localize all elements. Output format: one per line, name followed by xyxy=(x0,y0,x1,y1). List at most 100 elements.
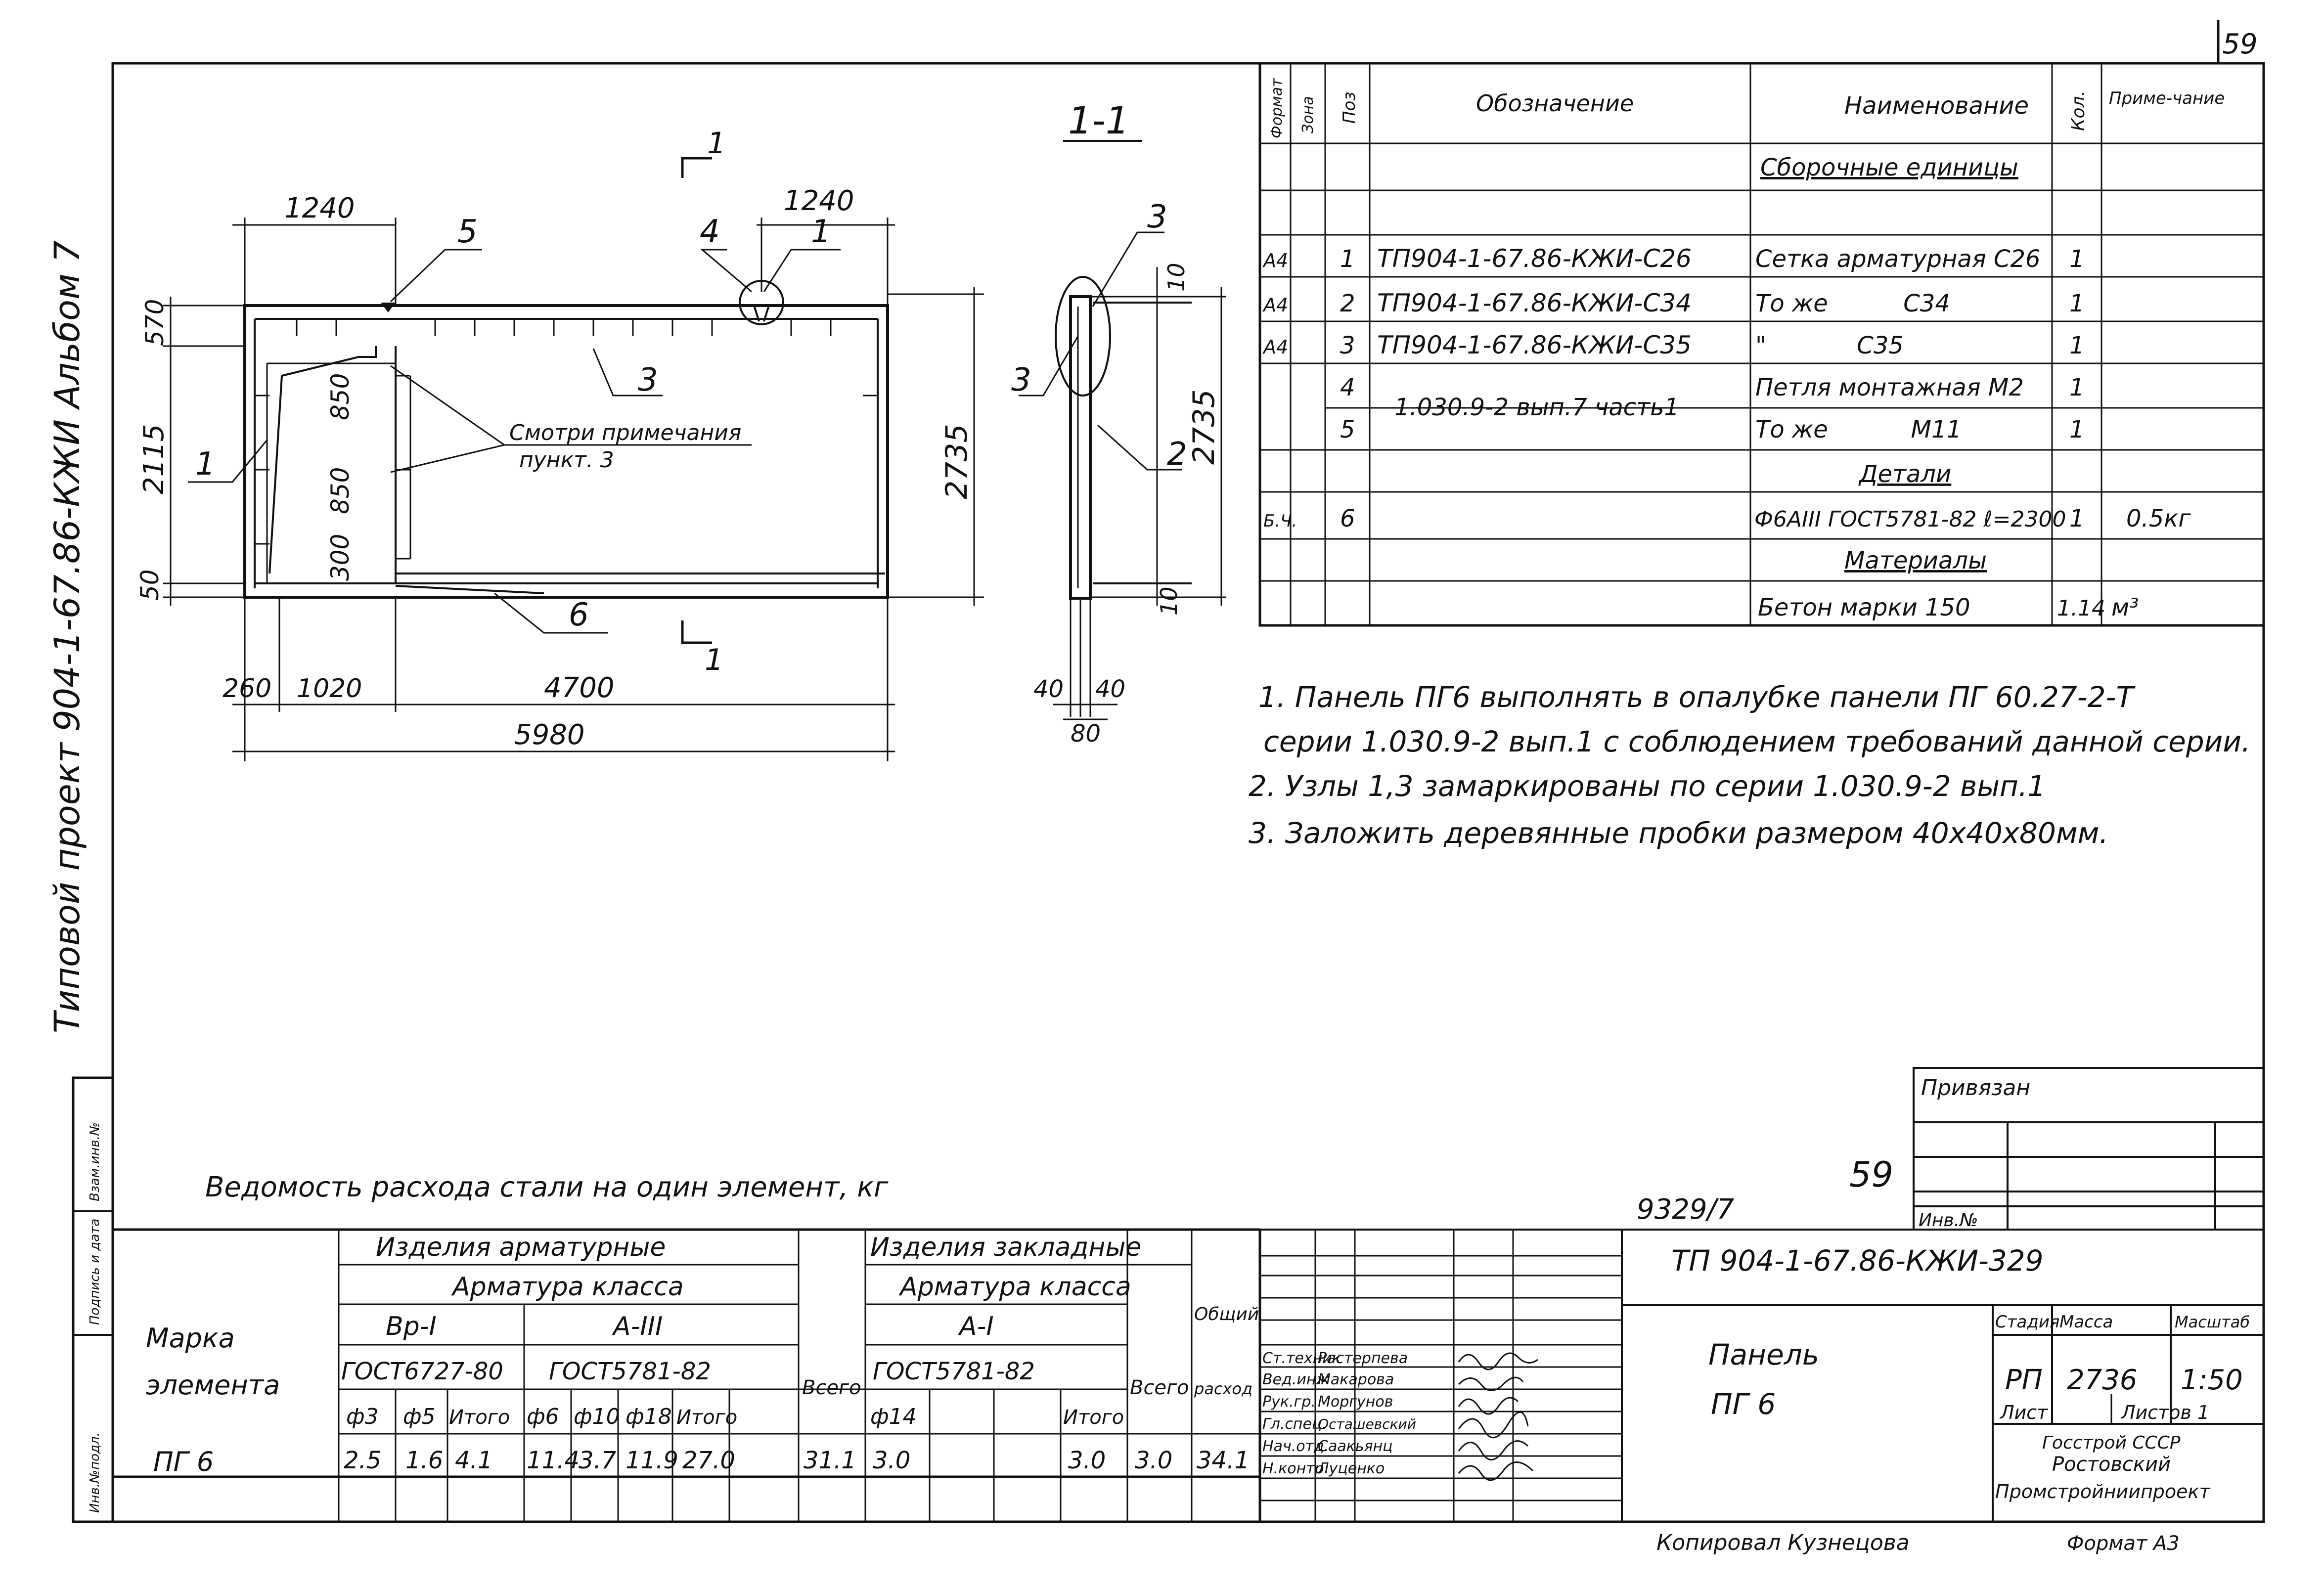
spec-h-zone: Зона xyxy=(1299,96,1317,133)
staff-role-6: Н.контр. xyxy=(1262,1460,1329,1477)
spec-h-pos: Поз xyxy=(1340,92,1359,124)
front-dims xyxy=(163,218,984,761)
stamp-replace: Взам.инв.№ xyxy=(88,1122,102,1201)
dim-inner-300: 300 xyxy=(326,534,355,581)
spec-h-designation: Обозначение xyxy=(1476,90,1634,117)
spec-h-name: Наименование xyxy=(1844,92,2029,120)
dim-bottom-1020: 1020 xyxy=(297,674,362,704)
steel-h-class-rebar: Арматура класса xyxy=(451,1272,684,1302)
spec-h-format: Формат xyxy=(1268,78,1286,138)
mass-label: Масса xyxy=(2059,1312,2113,1332)
panel-outline xyxy=(243,304,889,599)
sec-callout-3-left: 3 xyxy=(1011,362,1031,398)
steel-grid xyxy=(338,1230,1260,1522)
steel-title: Ведомость расхода стали на один элемент,… xyxy=(205,1171,889,1203)
steel-v-total2: 27.0 xyxy=(682,1447,735,1474)
sec-dim-40b: 40 xyxy=(1095,675,1125,703)
spec-r6-pos: 6 xyxy=(1340,505,1355,532)
section-mark-bottom-label: 1 xyxy=(705,643,723,677)
spec-r4-designation: 1.030.9-2 вып.7 часть1 xyxy=(1394,394,1679,421)
note-ref-1: Смотри примечания xyxy=(509,420,741,445)
org-2: Ростовский xyxy=(2052,1453,2171,1476)
note-1-cont: серии 1.030.9-2 вып.1 с соблюдением треб… xyxy=(1263,725,2251,758)
dim-left-50: 50 xyxy=(135,569,164,601)
steel-v-f3: 2.5 xyxy=(344,1447,381,1474)
page-number: 59 xyxy=(2222,28,2257,60)
stamp-inv: Инв.№подл. xyxy=(88,1432,102,1513)
staff-name-4: Осташевский xyxy=(1318,1416,1416,1432)
steel-class-a1: А-I xyxy=(958,1312,994,1341)
staff-role-5: Нач.отд. xyxy=(1262,1438,1329,1455)
sec-dim-10-bottom: 10 xyxy=(1156,586,1182,616)
spec-r1-pos: 1 xyxy=(1340,245,1355,273)
item-name-2: ПГ 6 xyxy=(1711,1387,1776,1421)
steel-h-rebar-products: Изделия арматурные xyxy=(376,1233,666,1262)
steel-v-f5: 1.6 xyxy=(405,1447,443,1474)
steel-row-mark: ПГ 6 xyxy=(153,1446,214,1477)
spec-r7-qty: 1.14 xyxy=(2057,596,2105,621)
spec-r6-qty: 1 xyxy=(2069,505,2085,532)
note-1: 1. Панель ПГ6 выполнять в опалубке панел… xyxy=(1258,680,2136,714)
staff-name-2: Макарова xyxy=(1318,1371,1394,1388)
staff-role-4: Гл.спец. xyxy=(1262,1415,1327,1433)
sec-callout-3-top: 3 xyxy=(1147,199,1167,235)
format-label: Формат А3 xyxy=(2067,1532,2180,1555)
archive-no: 9329/7 xyxy=(1637,1193,1734,1226)
steel-col-f5: ф5 xyxy=(403,1404,436,1429)
node-3-ellipse xyxy=(1055,276,1111,397)
section-mark-top xyxy=(681,157,712,178)
dim-top-left: 1240 xyxy=(284,192,355,224)
steel-v-total3: 3.0 xyxy=(1068,1447,1106,1474)
spec-r3-name: " С35 xyxy=(1755,332,1904,359)
spec-r1-designation: ТП904-1-67.86-КЖИ-С26 xyxy=(1377,244,1692,273)
callout-4: 4 xyxy=(700,214,720,250)
spec-r4-name: Петля монтажная М2 xyxy=(1755,374,2024,401)
spec-r1-qty: 1 xyxy=(2069,245,2085,273)
spec-r6-note: 0.5кг xyxy=(2126,505,2191,532)
side-caption: Типовой проект 904-1-67.86-КЖИ Альбом 7 xyxy=(47,240,88,1033)
copied-by: Копировал Кузнецова xyxy=(1656,1530,1910,1555)
callout-1-top: 1 xyxy=(811,214,831,250)
steel-col-f14: ф14 xyxy=(870,1404,917,1429)
spec-r5-name: То же М11 xyxy=(1755,416,1962,443)
inv-label: Инв.№ xyxy=(1919,1210,1978,1231)
spec-r2-name: То же С34 xyxy=(1755,290,1950,317)
spec-r4-qty: 1 xyxy=(2069,374,2085,401)
steel-h-total-use-1: Общий xyxy=(1194,1304,1259,1324)
left-stamp: Инв.№подл. Подпись и дата Взам.инв.№ xyxy=(72,1076,114,1523)
scale-value: 1:50 xyxy=(2181,1364,2243,1396)
steel-v-f10: 3.7 xyxy=(579,1447,617,1474)
org-3: Промстройниипроект xyxy=(1995,1481,2211,1502)
bound-label: Привязан xyxy=(1921,1075,2030,1101)
steel-col-total1: Итого xyxy=(449,1406,510,1429)
sec-dim-10-top: 10 xyxy=(1163,263,1190,292)
notes: 1. Панель ПГ6 выполнять в опалубке панел… xyxy=(1249,680,2251,850)
callout-3: 3 xyxy=(638,362,658,398)
spec-r3-pos: 3 xyxy=(1340,332,1355,359)
steel-h-total-use-2: расход xyxy=(1194,1379,1252,1398)
note-3: 3. Заложить деревянные пробки размером 4… xyxy=(1249,816,2108,850)
spec-table: Формат Зона Поз Обозначение Наименование… xyxy=(1258,62,2265,627)
spec-r5-qty: 1 xyxy=(2069,416,2085,443)
dim-bottom-5980: 5980 xyxy=(514,719,585,751)
steel-col-total2: Итого xyxy=(676,1406,737,1429)
callout-1-left: 1 xyxy=(195,446,216,483)
stage-label: Стадия xyxy=(1995,1312,2059,1332)
rebar-ticks xyxy=(255,319,878,560)
section-title: 1-1 xyxy=(1068,98,1129,142)
staff-name-3: Моргунов xyxy=(1318,1393,1393,1411)
org-1: Госстрой СССР xyxy=(2042,1433,2181,1453)
steel-gost-2: ГОСТ5781-82 xyxy=(549,1358,711,1385)
sec-dim-2735: 2735 xyxy=(1187,389,1221,465)
steel-gost-1: ГОСТ6727-80 xyxy=(341,1358,503,1385)
staff-role-2: Вед.инж xyxy=(1262,1371,1329,1388)
steel-gost-3: ГОСТ5781-82 xyxy=(873,1358,1035,1385)
doc-code: ТП 904-1-67.86-КЖИ-329 xyxy=(1671,1244,2044,1278)
dim-right-2735: 2735 xyxy=(939,424,974,499)
front-callouts: 5 4 1 3 1 6 Смотри примечания пункт. 3 xyxy=(188,214,841,634)
spec-h-qty: Кол. xyxy=(2068,90,2089,131)
section-outline xyxy=(1069,295,1092,600)
dim-inner-850b: 850 xyxy=(326,467,355,514)
steel-v-total-use: 34.1 xyxy=(1197,1447,1250,1474)
